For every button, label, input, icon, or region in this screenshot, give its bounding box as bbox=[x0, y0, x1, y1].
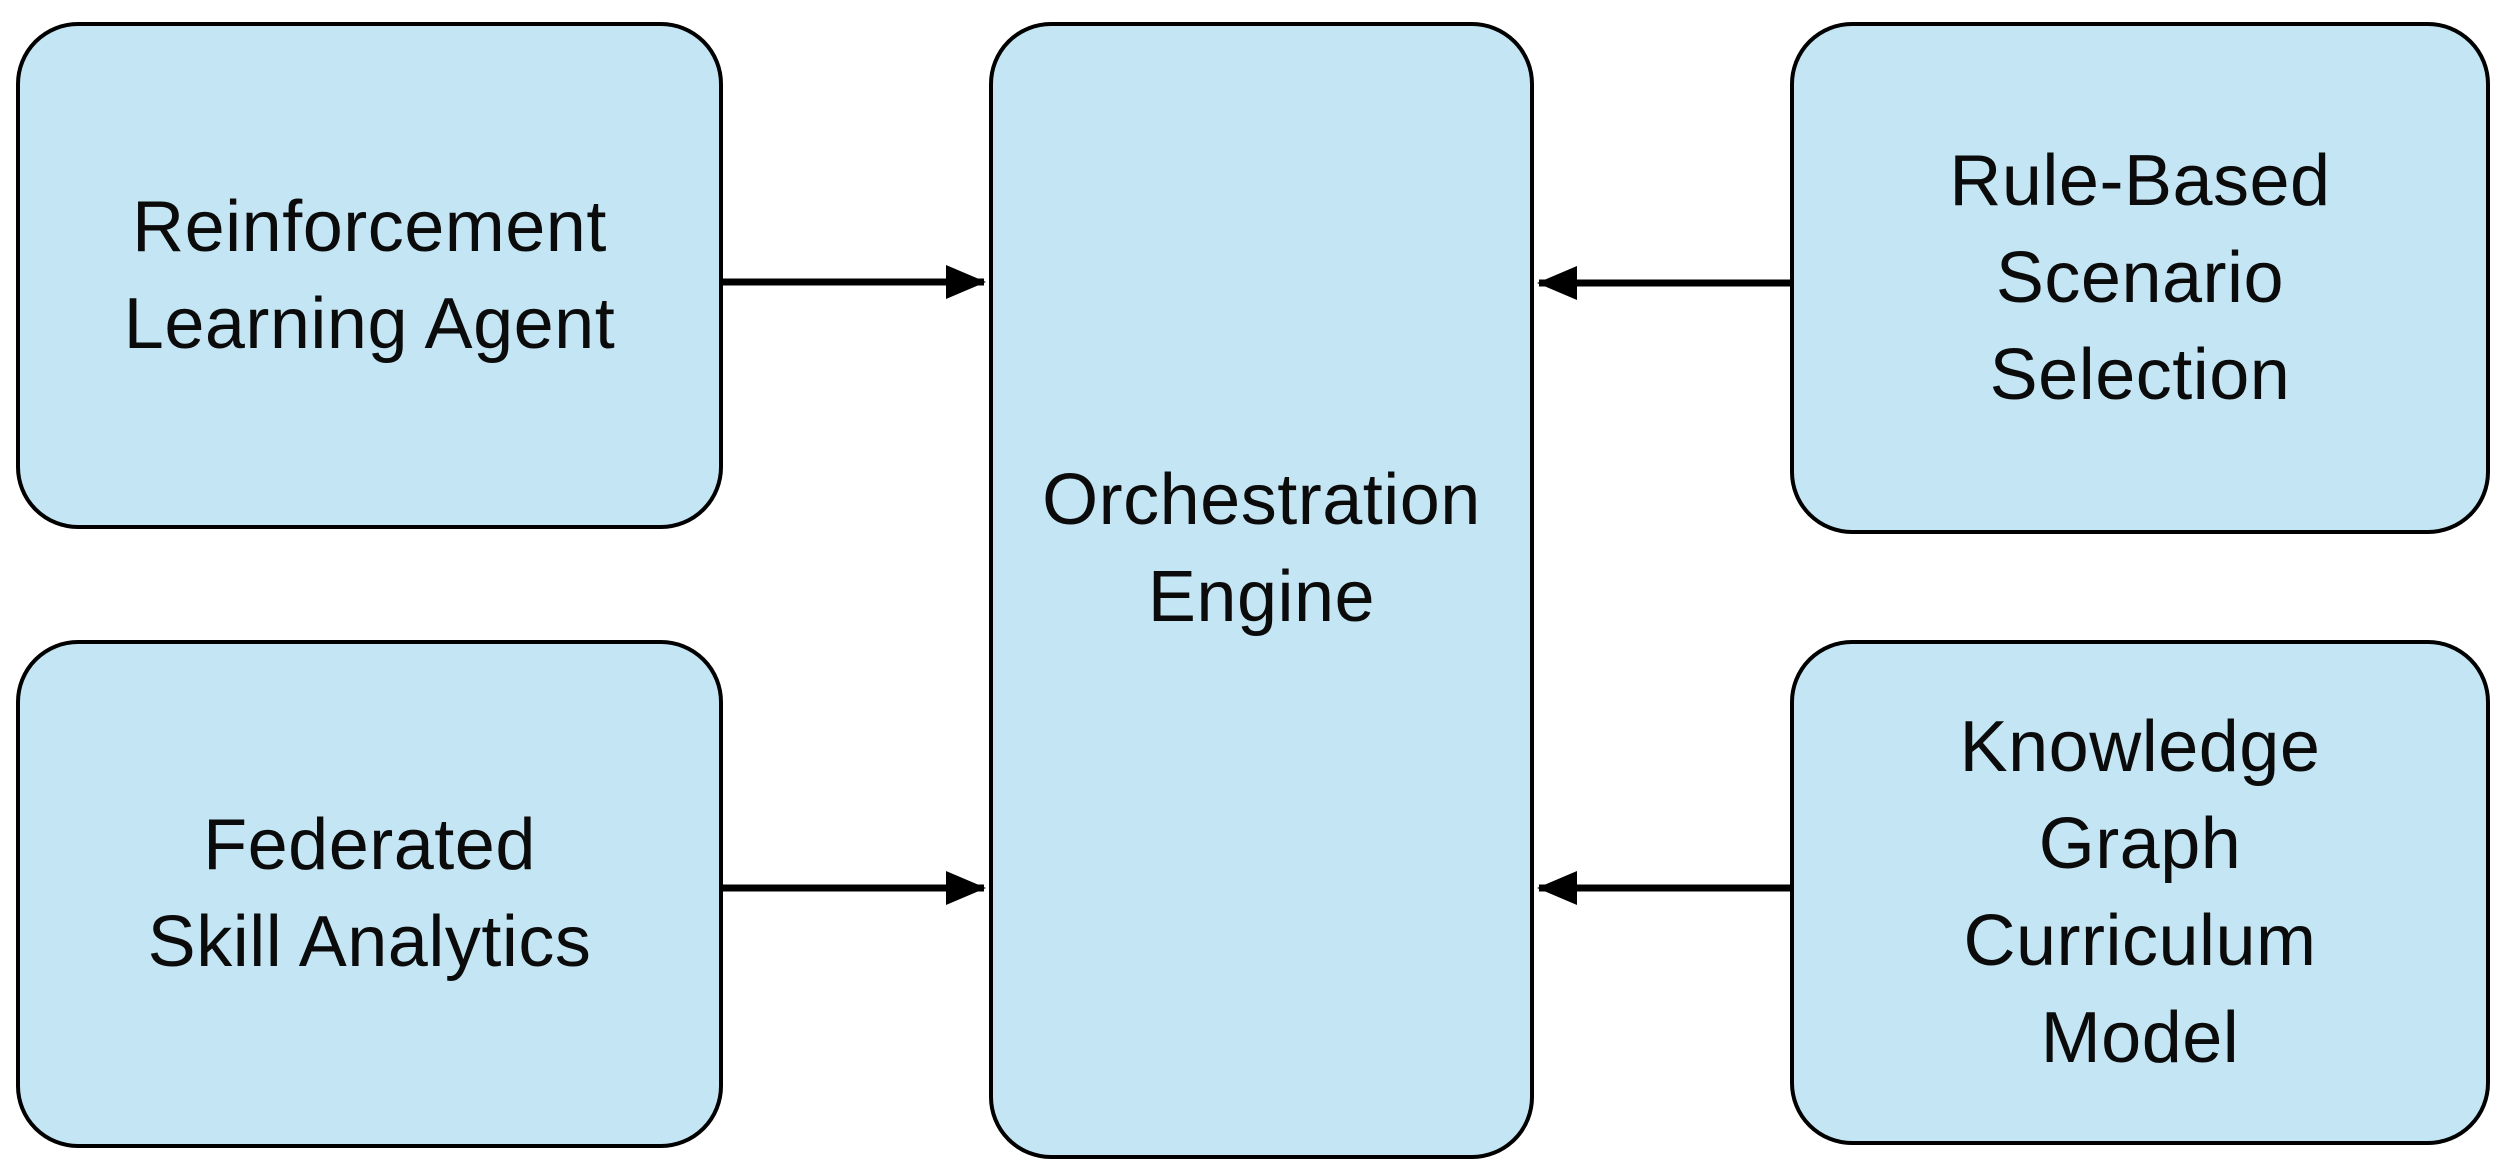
node-label-line: Model bbox=[2040, 997, 2240, 1078]
node-label-line: Knowledge bbox=[1959, 706, 2321, 787]
node-label-line: Curriculum bbox=[1963, 900, 2317, 981]
node-label-line: Engine bbox=[1147, 556, 1376, 637]
node-reinforcement-learning-agent: Reinforcement Learning Agent bbox=[16, 22, 723, 529]
node-label: Rule-Based Scenario Selection bbox=[1949, 133, 2330, 424]
node-label-line: Learning Agent bbox=[123, 283, 616, 364]
node-knowledge-graph-curriculum-model: Knowledge Graph Curriculum Model bbox=[1790, 640, 2490, 1145]
node-label-line: Graph bbox=[2038, 803, 2242, 884]
node-label-line: Reinforcement bbox=[132, 186, 607, 267]
node-label: Reinforcement Learning Agent bbox=[124, 179, 615, 373]
node-label-line: Skill Analytics bbox=[147, 902, 592, 982]
node-label-line: Rule-Based bbox=[1949, 140, 2331, 221]
node-federated-skill-analytics: Federated Skill Analytics bbox=[16, 640, 723, 1148]
node-label: Orchestration Engine bbox=[1042, 452, 1481, 646]
node-label: Knowledge Graph Curriculum Model bbox=[1960, 699, 2321, 1087]
node-orchestration-engine: Orchestration Engine bbox=[989, 22, 1534, 1159]
node-rule-based-scenario-selection: Rule-Based Scenario Selection bbox=[1790, 22, 2490, 534]
node-label-line: Scenario bbox=[1995, 237, 2285, 318]
node-label: Federated Skill Analytics bbox=[148, 797, 592, 991]
node-label-line: Orchestration bbox=[1042, 459, 1481, 540]
node-label-line: Selection bbox=[1989, 334, 2291, 415]
node-label-line: Federated bbox=[203, 805, 536, 885]
